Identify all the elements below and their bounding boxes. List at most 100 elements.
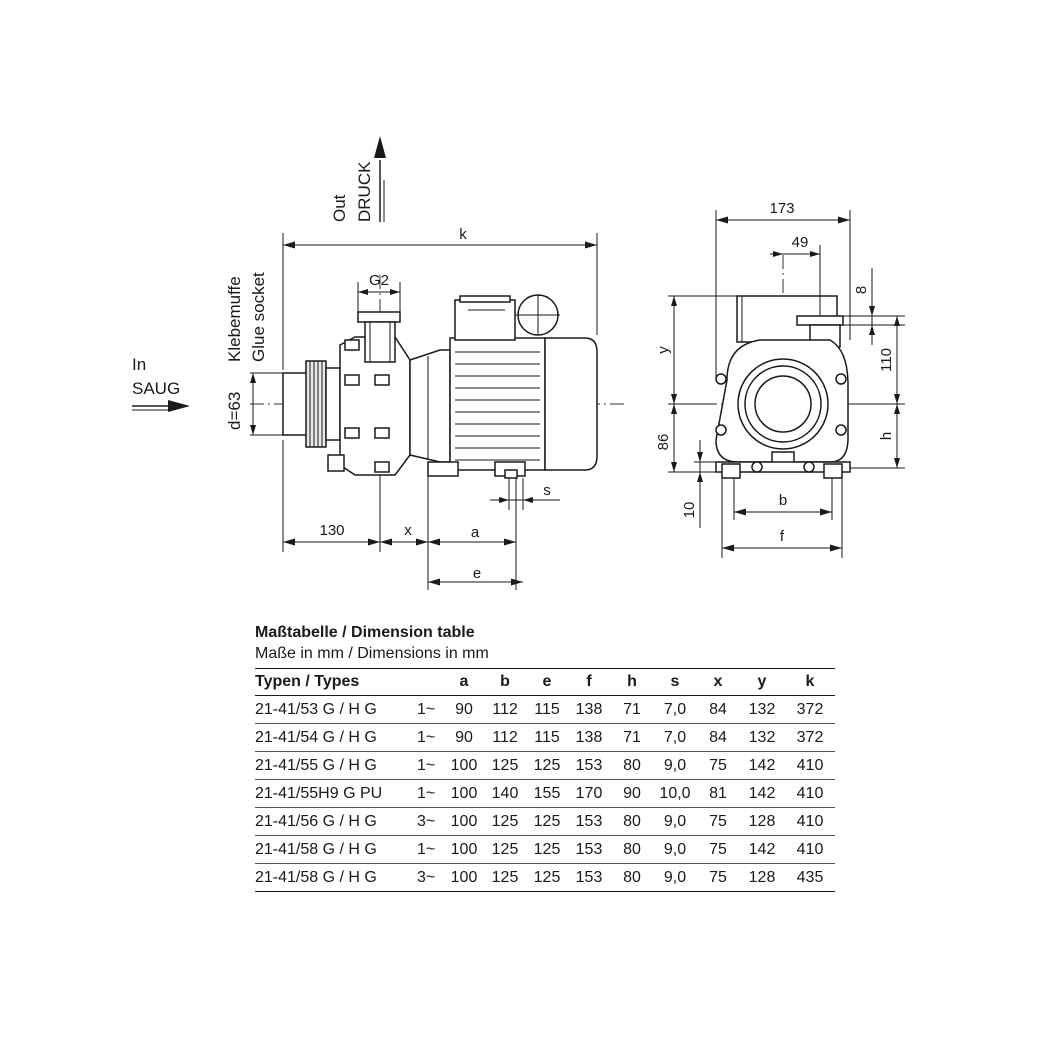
dim-e: e xyxy=(473,565,481,582)
col-header-e: e xyxy=(527,668,567,696)
col-header-phase xyxy=(413,668,445,696)
value-cell-s: 9,0 xyxy=(653,835,697,864)
type-cell: 21-41/54 G / H G xyxy=(255,723,413,752)
value-cell-f: 153 xyxy=(567,863,611,892)
value-cell-k: 410 xyxy=(785,807,835,836)
type-cell: 21-41/55 G / H G xyxy=(255,751,413,780)
dim-86: 86 xyxy=(655,434,672,451)
value-cell-h: 71 xyxy=(611,695,653,724)
value-cell-y: 132 xyxy=(739,695,785,724)
dim-y: y xyxy=(655,346,672,354)
dim-a: a xyxy=(471,524,480,541)
col-header-f: f xyxy=(567,668,611,696)
value-cell-y: 128 xyxy=(739,807,785,836)
value-cell-s: 9,0 xyxy=(653,807,697,836)
value-cell-h: 90 xyxy=(611,779,653,808)
value-cell-b: 140 xyxy=(483,779,527,808)
dim-d63: d=63 xyxy=(225,392,244,430)
druck-label: DRUCK xyxy=(355,161,374,222)
type-cell: 21-41/53 G / H G xyxy=(255,695,413,724)
value-cell-s: 10,0 xyxy=(653,779,697,808)
value-cell-a: 100 xyxy=(445,807,483,836)
type-cell: 21-41/58 G / H G xyxy=(255,835,413,864)
dim-h: h xyxy=(878,432,895,440)
value-cell-x: 75 xyxy=(697,835,739,864)
value-cell-h: 71 xyxy=(611,723,653,752)
col-header-s: s xyxy=(653,668,697,696)
dimension-table-section: Maßtabelle / Dimension table Maße in mm … xyxy=(255,622,835,892)
technical-drawing: k G2 DRUCK Out In SAUG Klebemuffe Glue s… xyxy=(132,136,905,590)
table-title: Maßtabelle / Dimension table xyxy=(255,624,475,641)
value-cell-e: 125 xyxy=(527,751,567,780)
type-cell: 21-41/58 G / H G xyxy=(255,863,413,892)
dimension-table: Typen / Types a b e f h s x y k 21-41/53… xyxy=(255,668,835,892)
dim-x: x xyxy=(404,522,412,539)
col-header-b: b xyxy=(483,668,527,696)
value-cell-e: 125 xyxy=(527,807,567,836)
col-header-a: a xyxy=(445,668,483,696)
value-cell-x: 84 xyxy=(697,695,739,724)
value-cell-h: 80 xyxy=(611,751,653,780)
phase-cell: 1~ xyxy=(413,751,445,780)
value-cell-h: 80 xyxy=(611,863,653,892)
value-cell-b: 112 xyxy=(483,723,527,752)
value-cell-k: 372 xyxy=(785,723,835,752)
value-cell-h: 80 xyxy=(611,835,653,864)
col-header-k: k xyxy=(785,668,835,696)
value-cell-k: 410 xyxy=(785,779,835,808)
value-cell-e: 125 xyxy=(527,835,567,864)
table-header-row: Typen / Types a b e f h s x y k xyxy=(255,668,835,696)
phase-cell: 1~ xyxy=(413,723,445,752)
value-cell-k: 435 xyxy=(785,863,835,892)
value-cell-b: 125 xyxy=(483,751,527,780)
value-cell-y: 128 xyxy=(739,863,785,892)
value-cell-a: 100 xyxy=(445,835,483,864)
value-cell-f: 138 xyxy=(567,695,611,724)
value-cell-f: 153 xyxy=(567,807,611,836)
value-cell-e: 115 xyxy=(527,723,567,752)
saug-label: SAUG xyxy=(132,379,180,398)
value-cell-y: 142 xyxy=(739,779,785,808)
value-cell-x: 81 xyxy=(697,779,739,808)
dim-130: 130 xyxy=(319,522,344,539)
value-cell-a: 100 xyxy=(445,779,483,808)
value-cell-s: 7,0 xyxy=(653,723,697,752)
value-cell-x: 75 xyxy=(697,807,739,836)
col-header-h: h xyxy=(611,668,653,696)
value-cell-s: 9,0 xyxy=(653,751,697,780)
glue-socket-label: Glue socket xyxy=(249,272,268,362)
phase-cell: 1~ xyxy=(413,695,445,724)
value-cell-a: 100 xyxy=(445,863,483,892)
dim-173: 173 xyxy=(769,200,794,217)
dim-k: k xyxy=(459,226,467,243)
type-cell: 21-41/55H9 G PU xyxy=(255,779,413,808)
value-cell-s: 9,0 xyxy=(653,863,697,892)
phase-cell: 3~ xyxy=(413,807,445,836)
col-header-x: x xyxy=(697,668,739,696)
col-header-types: Typen / Types xyxy=(255,668,413,696)
dim-b: b xyxy=(779,492,787,509)
klebemuffe-label: Klebemuffe xyxy=(225,276,244,362)
table-subtitle: Maße in mm / Dimensions in mm xyxy=(255,645,489,662)
value-cell-k: 410 xyxy=(785,751,835,780)
front-view: 173 49 8 110 h y xyxy=(655,200,905,558)
phase-cell: 3~ xyxy=(413,863,445,892)
value-cell-b: 125 xyxy=(483,807,527,836)
side-view: k G2 DRUCK Out In SAUG Klebemuffe Glue s… xyxy=(132,136,625,590)
dim-f: f xyxy=(780,528,785,545)
col-header-y: y xyxy=(739,668,785,696)
value-cell-e: 155 xyxy=(527,779,567,808)
value-cell-k: 410 xyxy=(785,835,835,864)
value-cell-a: 100 xyxy=(445,751,483,780)
value-cell-s: 7,0 xyxy=(653,695,697,724)
value-cell-a: 90 xyxy=(445,723,483,752)
value-cell-e: 125 xyxy=(527,863,567,892)
